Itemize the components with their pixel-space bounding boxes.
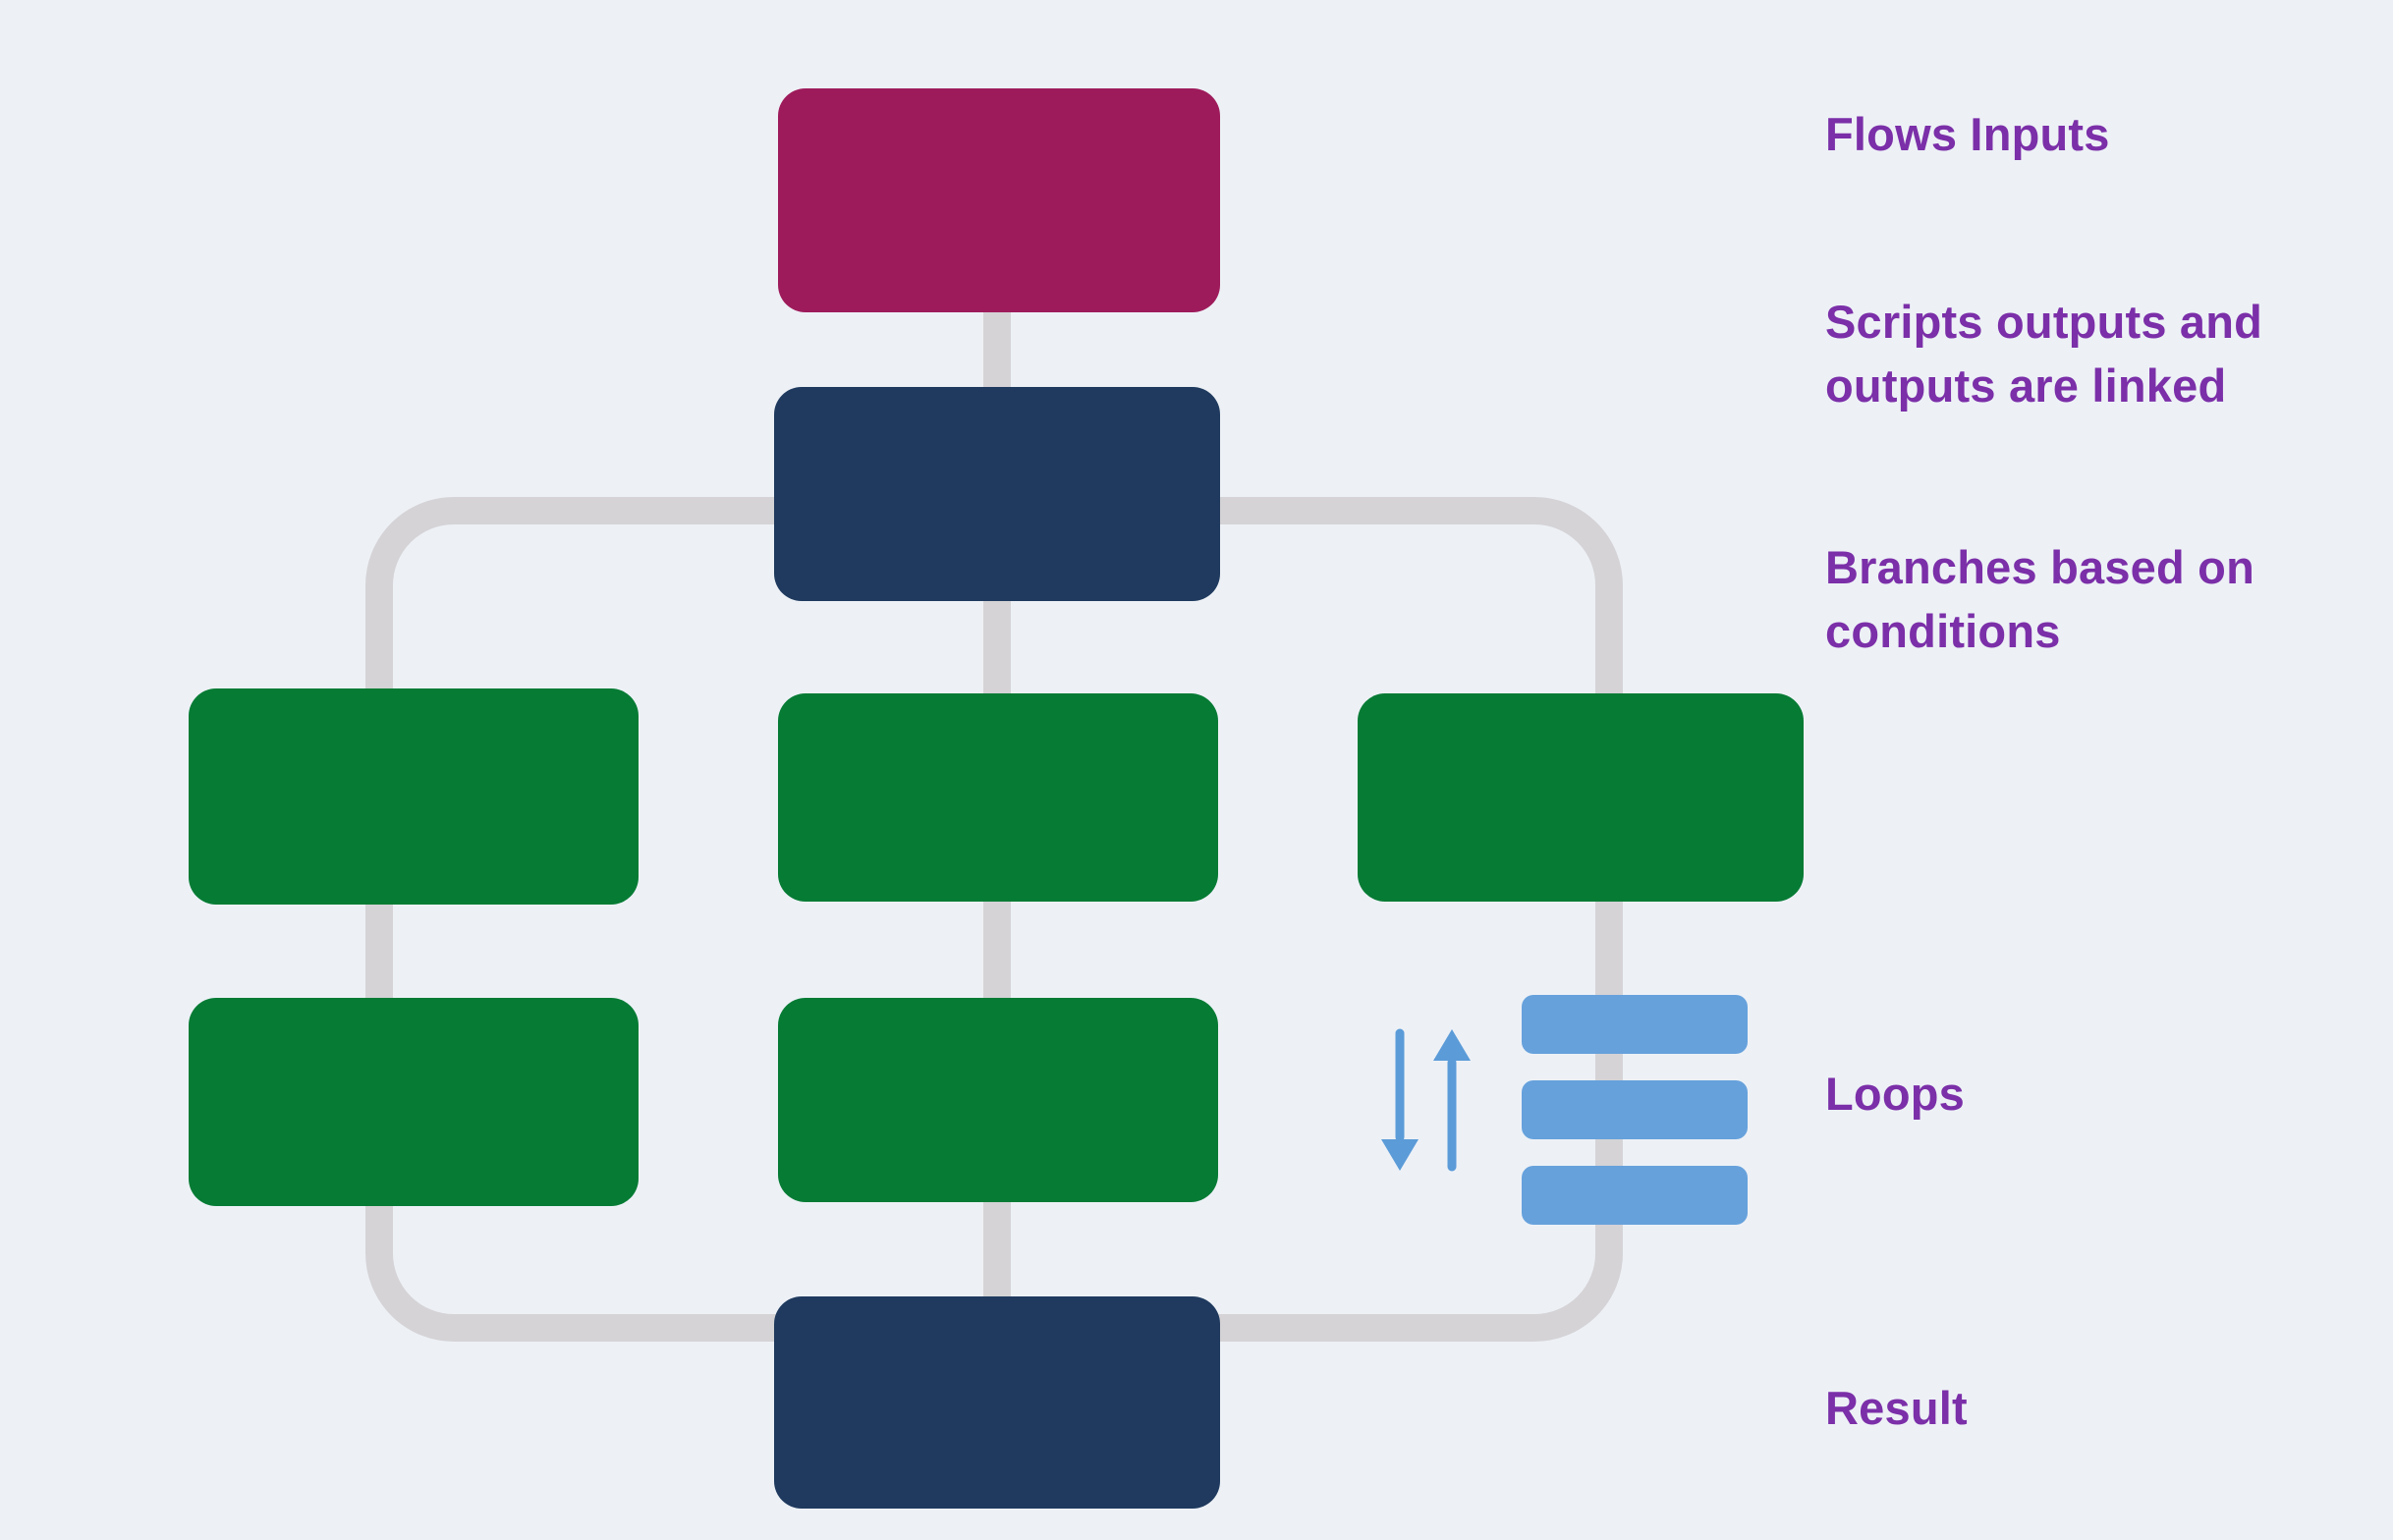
node-branch-center-2 [778,998,1218,1202]
label-result: Result [1825,1382,1968,1434]
node-result [774,1296,1220,1509]
label-loops: Loops [1825,1068,1965,1120]
swap-arrows-icon [1381,1028,1471,1172]
loop-list-icon [1522,995,1748,1225]
node-branch-left-2 [189,998,639,1206]
node-branch-left-1 [189,688,639,905]
node-script-top [774,387,1220,601]
node-flow-input [778,88,1220,312]
node-branch-right-1 [1358,693,1804,902]
node-branch-center-1 [778,693,1218,902]
label-scripts-linked: Scripts outputs and outputs are linked [1825,296,2263,412]
label-flows-inputs: Flows Inputs [1825,108,2110,160]
loop-bar [1522,995,1748,1054]
loop-bar [1522,1166,1748,1225]
label-branches: Branches based on conditions [1825,541,2254,657]
loop-bar [1522,1080,1748,1139]
